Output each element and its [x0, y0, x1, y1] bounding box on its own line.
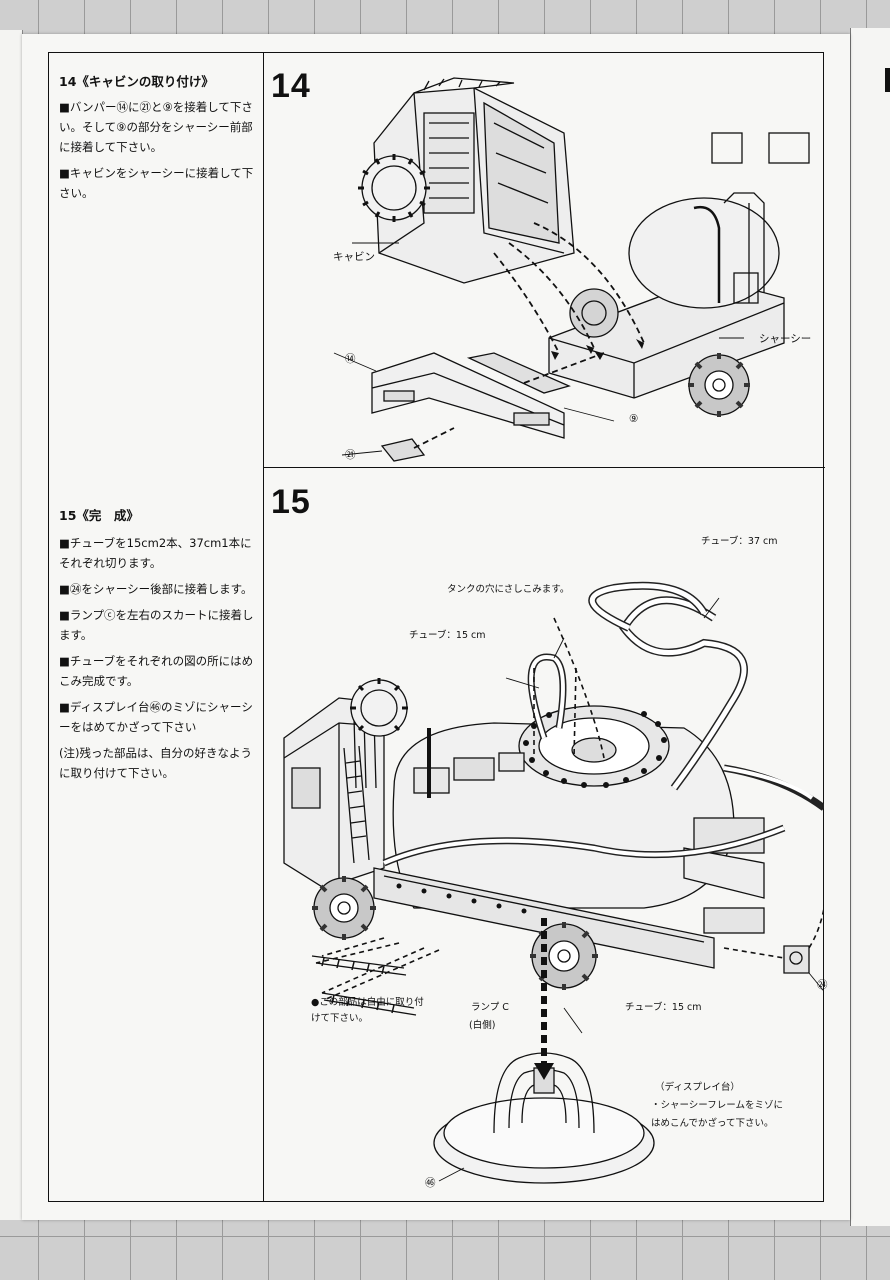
display-stand-note-2: はめこんでかざって下さい。	[651, 1118, 774, 1129]
step14-number: 14	[271, 67, 311, 105]
step14-instruction-1: ■バンパー⑭に㉑と⑨を接着して下さい。そして⑨の部分をシャーシー前部に接着して下…	[59, 100, 253, 154]
part74-label: ㉔	[817, 979, 828, 991]
step15-instruction-4: ■チューブをそれぞれの図の所にはめこみ完成です。	[59, 654, 254, 688]
cabin-label: キャビン	[333, 251, 375, 263]
step15-instruction-6: (注)残った部品は、自分の好きなように取り付けて下さい。	[59, 746, 252, 780]
chassis-label: シャーシー	[759, 333, 812, 345]
part9-label: ⑨	[629, 413, 639, 425]
step15-heading: 15《完 成》	[59, 508, 139, 523]
step15-number: 15	[271, 483, 311, 521]
part71-label: ㉑	[345, 449, 356, 461]
step15-instruction-5: ■ディスプレイ台㊻のミゾにシャーシーをはめてかざって下さい	[59, 700, 253, 734]
step15-instruction-1: ■チューブを15cm2本、37cm1本にそれぞれ切ります。	[59, 536, 252, 570]
step14-instructions: ■バンパー⑭に㉑と⑨を接着して下さい。そして⑨の部分をシャーシー前部に接着して下…	[59, 97, 259, 209]
instruction-sheet: 14《キャビンの取り付け》 ■バンパー⑭に㉑と⑨を接着して下さい。そして⑨の部分…	[22, 34, 850, 1220]
part46-label: ㊻	[425, 1177, 436, 1189]
step-divider	[263, 467, 825, 468]
step14-instruction-2: ■キャビンをシャーシーに接着して下さい。	[59, 166, 254, 200]
step14-illustration	[333, 77, 810, 462]
step15-illustration	[283, 581, 824, 1184]
column-divider	[263, 53, 264, 1201]
step15-instructions: ■チューブを15cm2本、37cm1本にそれぞれ切ります。 ■㉔をシャーシー後部…	[59, 533, 259, 789]
step14-heading: 14《キャビンの取り付け》	[59, 74, 214, 89]
step15-instruction-2: ■㉔をシャーシー後部に接着します。	[59, 582, 253, 596]
lamp-sub-label: (白側)	[469, 1020, 496, 1031]
step15-instruction-3: ■ランプⓒを左右のスカートに接着します。	[59, 608, 254, 642]
tube15-bottom-label: チューブ：15 cm	[625, 1002, 702, 1013]
lamp-label: ランプ C	[471, 1002, 509, 1013]
previous-page-edge	[0, 30, 23, 1220]
tube37-label: チューブ：37 cm	[701, 536, 778, 547]
instruction-frame: 14《キャビンの取り付け》 ■バンパー⑭に㉑と⑨を接着して下さい。そして⑨の部分…	[48, 52, 828, 1202]
part14-label: ⑭	[345, 353, 356, 365]
optional-parts-note: ●この部品は自由に取り付けて下さい。	[311, 997, 424, 1024]
display-stand-title: （ディスプレイ台）	[655, 1082, 740, 1093]
display-stand-note-1: ・シャーシーフレームをミゾに	[651, 1100, 783, 1111]
tank-hole-label: タンクの穴にさしこみます。	[447, 584, 570, 595]
tube15-top-label: チューブ：15 cm	[409, 630, 486, 641]
next-page-edge	[850, 28, 890, 1226]
